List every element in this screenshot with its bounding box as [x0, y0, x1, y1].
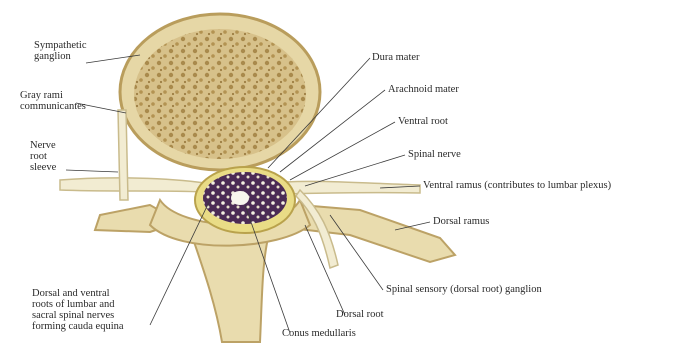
label-dorsal-ramus: Dorsal ramus	[433, 216, 489, 227]
label-dorsal-root: Dorsal root	[336, 309, 384, 320]
label-spinal-sensory-ganglion: Spinal sensory (dorsal root) ganglion	[386, 284, 542, 295]
label-conus-medullaris: Conus medullaris	[282, 328, 356, 339]
label-sympathetic-ganglion: Sympathetic ganglion	[34, 40, 87, 62]
label-nerve-root-sleeve: Nerve root sleeve	[30, 140, 56, 173]
label-gray-rami-communicantes: Gray rami communicantes	[20, 90, 86, 112]
conus-medullaris-shape	[231, 191, 249, 205]
label-ventral-root: Ventral root	[398, 116, 448, 127]
label-ventral-ramus: Ventral ramus (contributes to lumbar ple…	[423, 180, 611, 191]
label-dura-mater: Dura mater	[372, 52, 420, 63]
label-arachnoid-mater: Arachnoid mater	[388, 84, 459, 95]
label-spinal-nerve: Spinal nerve	[408, 149, 461, 160]
vertebral-body	[120, 14, 320, 170]
label-cauda-equina: Dorsal and ventral roots of lumbar and s…	[32, 288, 124, 332]
